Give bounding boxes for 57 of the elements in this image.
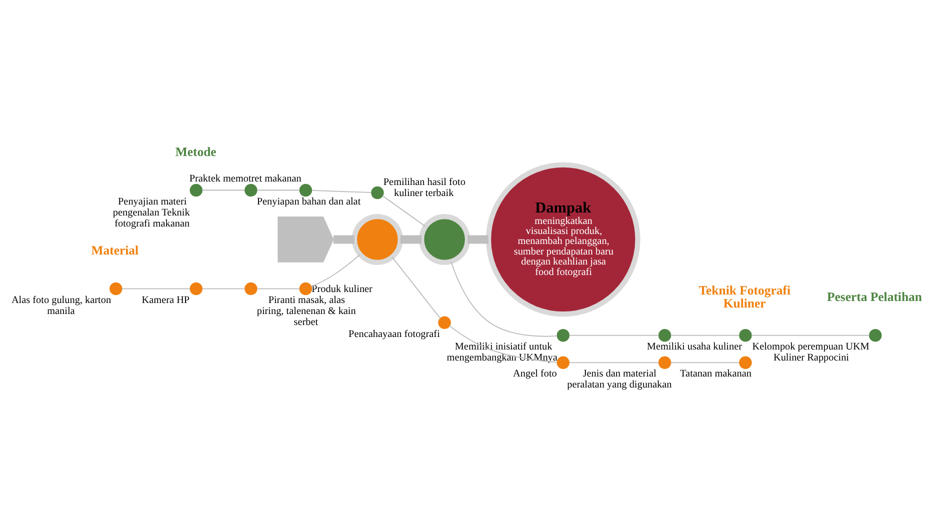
node-circle: Dampak meningkatkan visualisasi produk, menambah pelanggan, sumber pendapatan baru dengan keahlian jasa food fotografi xyxy=(486,162,640,317)
node-label: Kelompok perempuan UKM Kuliner Rappocini xyxy=(752,342,870,364)
node-label: Pencahayaan fotografi xyxy=(348,328,440,340)
connector xyxy=(311,254,360,287)
node-label: Produk kuliner xyxy=(312,284,372,295)
node-circle xyxy=(739,356,752,369)
node-label: Piranti masak, alas piring, talenenan & kain serbet xyxy=(256,294,356,328)
node-circle xyxy=(244,184,258,197)
connector xyxy=(450,261,558,337)
node-label: Pemilihan hasil foto kuliner terbaik xyxy=(383,176,466,199)
connector xyxy=(382,195,426,227)
connector xyxy=(312,190,372,194)
connector xyxy=(400,235,422,244)
connector xyxy=(202,190,245,191)
label: Teknik Fotografi Kuliner xyxy=(698,284,790,310)
node-label: Memiliki usaha kuliner xyxy=(646,342,742,353)
node-circle xyxy=(299,184,312,197)
connector xyxy=(751,334,870,336)
connector xyxy=(392,256,441,319)
node-circle xyxy=(190,184,202,197)
connector xyxy=(569,334,659,336)
connector xyxy=(670,362,740,364)
node-circle xyxy=(190,282,202,296)
node-circle xyxy=(299,282,312,296)
node-label: Penyiapan bahan dan alat xyxy=(256,196,361,208)
connector xyxy=(202,288,245,290)
node-label: Tatanan makanan xyxy=(680,368,752,380)
connector xyxy=(333,235,354,244)
node-chevron xyxy=(278,216,334,262)
node-label: Alas foto gulung, karton manila xyxy=(11,294,112,317)
connector xyxy=(569,362,659,364)
node-label: Praktek memotret makanan xyxy=(189,173,302,184)
connector xyxy=(670,334,740,336)
node-label: Kamera HP xyxy=(142,294,190,306)
connector xyxy=(122,288,190,290)
connector xyxy=(257,190,300,191)
connector xyxy=(257,288,300,290)
node-circle xyxy=(419,214,470,265)
node-circle xyxy=(869,329,882,342)
label: Material xyxy=(91,243,139,258)
label: Peserta Pelatihan xyxy=(826,290,922,304)
node-circle xyxy=(556,329,570,342)
connector xyxy=(449,326,558,363)
node-label: Jenis dan material peralatan yang digunakan xyxy=(567,368,672,391)
node-circle xyxy=(110,282,122,296)
node-circle xyxy=(352,214,403,265)
node-circle xyxy=(658,356,672,369)
connector xyxy=(468,235,488,244)
node-circle xyxy=(739,329,752,342)
node-circle xyxy=(658,329,672,342)
node-circle xyxy=(438,316,451,330)
label: Metode xyxy=(175,144,216,159)
node-label: Penyajian materi pengenalan Teknik fotografi makanan xyxy=(112,196,190,230)
node-circle xyxy=(556,356,570,369)
node-label: Angel foto xyxy=(513,368,557,380)
node-circle xyxy=(244,282,258,296)
node-circle xyxy=(371,186,384,200)
